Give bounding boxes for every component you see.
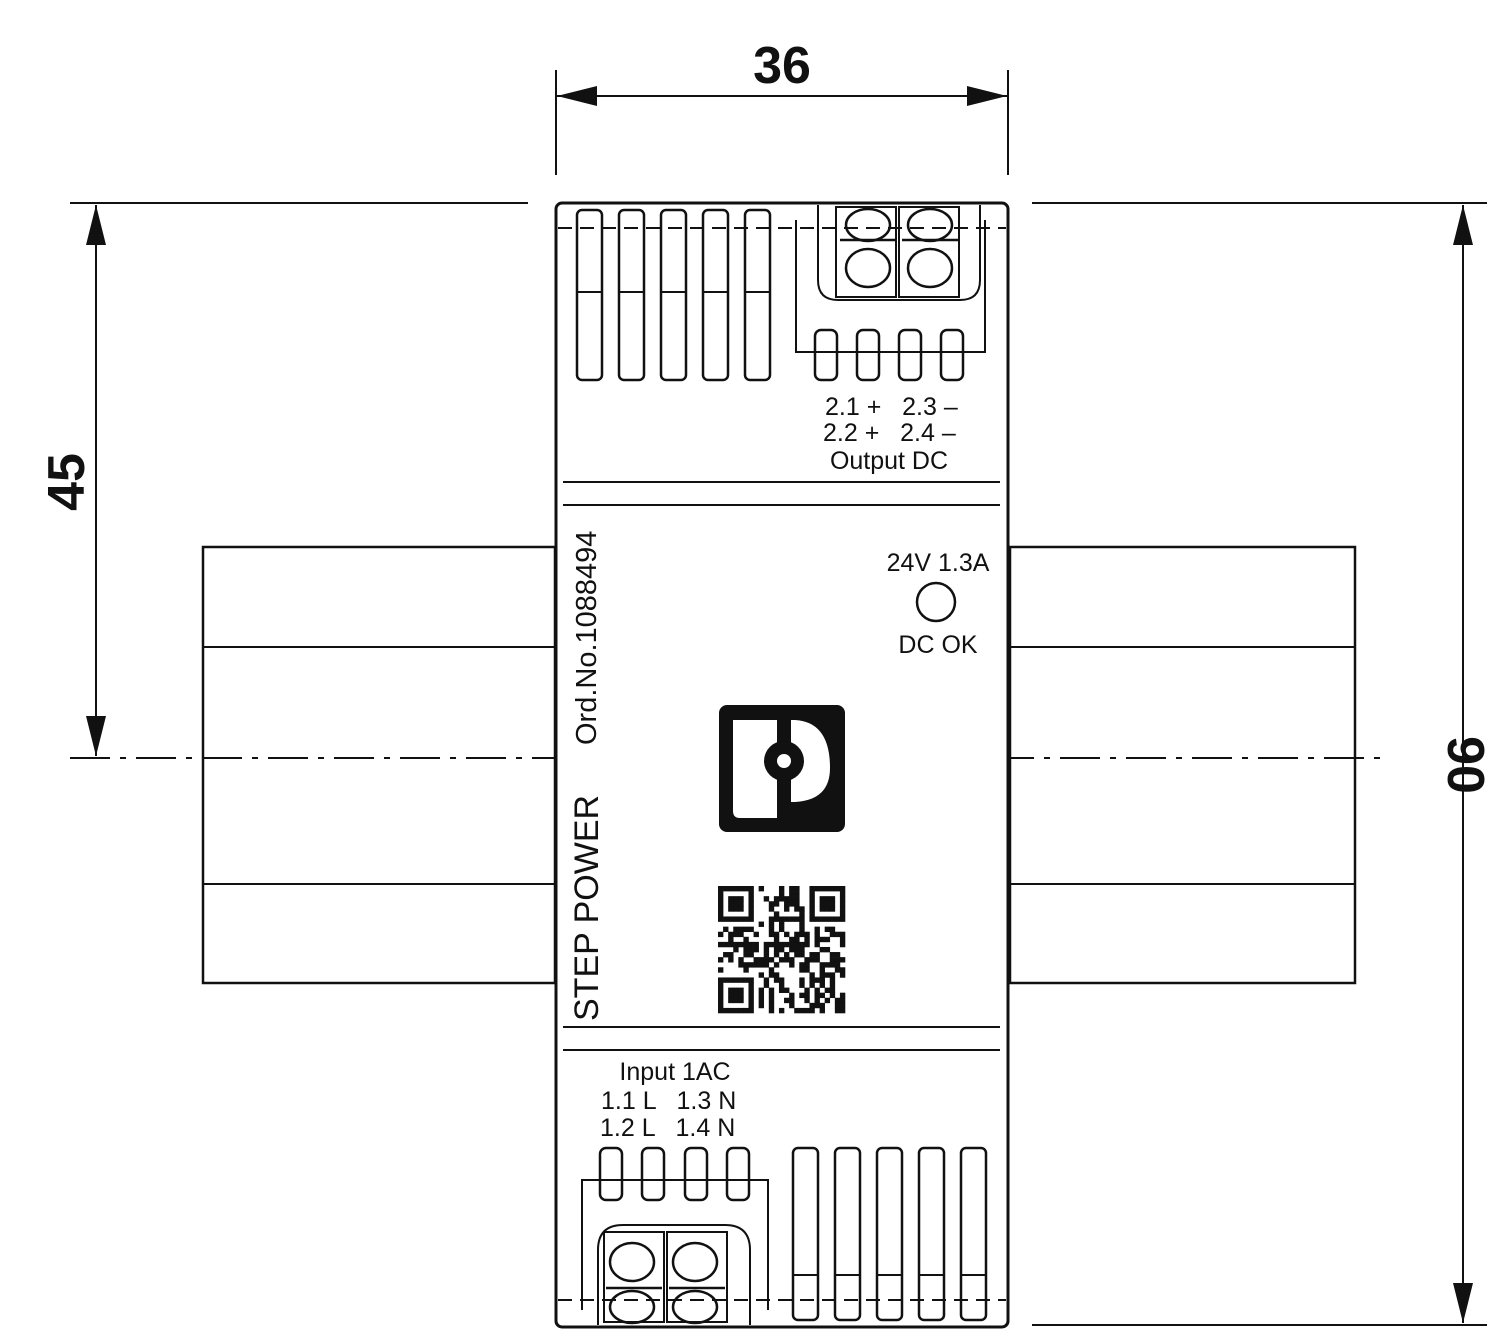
width-dimension: 36: [555, 37, 1009, 175]
vent-slot: [917, 1146, 946, 1322]
phoenix-contact-logo-icon: [719, 705, 845, 832]
terminal-tab: [598, 1146, 624, 1202]
terminal-tab: [939, 328, 965, 382]
screw-icon: [840, 207, 958, 289]
status-led-icon: [915, 581, 957, 623]
output-terminal-tabs: [813, 328, 965, 382]
input-terminals-row2: 1.2 L 1.4 N: [600, 1114, 735, 1142]
height-dimension: 90: [1032, 202, 1494, 1326]
vent-slots-top: [575, 208, 772, 382]
height-value: 90: [1436, 736, 1494, 794]
vent-slot: [617, 208, 646, 382]
terminal-tab: [640, 1146, 666, 1202]
terminal-tab: [725, 1146, 751, 1202]
input-title: Input 1AC: [619, 1058, 730, 1086]
screw-icon: [606, 1241, 725, 1325]
half-height-value: 45: [38, 453, 96, 511]
vent-slot: [743, 208, 772, 382]
vent-slot: [701, 208, 730, 382]
led-label: DC OK: [898, 631, 978, 659]
vent-slot: [875, 1146, 904, 1322]
order-number: Ord.No.1088494: [571, 531, 603, 745]
terminal-tab: [683, 1146, 709, 1202]
half-height-dimension: 45: [38, 202, 528, 756]
qr-code-icon: [718, 886, 846, 1014]
output-title: Output DC: [830, 447, 948, 475]
output-terminal-block: [795, 205, 986, 353]
input-terminals-row1: 1.1 L 1.3 N: [601, 1087, 736, 1115]
vent-slot: [833, 1146, 862, 1322]
input-terminal-tabs: [598, 1146, 751, 1202]
terminal-tab: [855, 328, 881, 382]
vent-slot: [959, 1146, 988, 1322]
series-label: STEP POWER: [568, 795, 606, 1021]
vent-slots-bottom: [791, 1146, 988, 1322]
input-terminal-block: [581, 1179, 769, 1325]
terminal-tab: [813, 328, 839, 382]
output-terminals-row1: 2.1 + 2.3 –: [825, 393, 958, 421]
output-terminals-row2: 2.2 + 2.4 –: [823, 419, 956, 447]
din-rail: [201, 545, 1357, 985]
width-value: 36: [753, 37, 811, 95]
rating-label: 24V 1.3A: [887, 549, 990, 577]
vent-slot: [791, 1146, 820, 1322]
terminal-tab: [897, 328, 923, 382]
vent-slot: [659, 208, 688, 382]
vent-slot: [575, 208, 604, 382]
